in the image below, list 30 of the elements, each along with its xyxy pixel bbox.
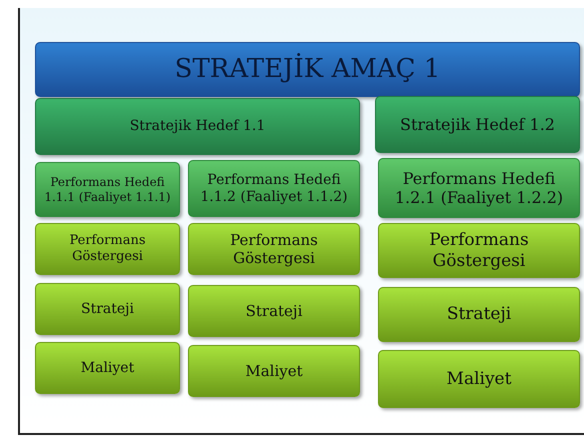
- hierarchy-box: [378, 287, 580, 342]
- hierarchy-box: [188, 223, 360, 275]
- box-label: Performans Göstergesi: [428, 230, 530, 271]
- hierarchy-box: [378, 158, 580, 218]
- goal-banner: [35, 42, 580, 97]
- hierarchy-box: [188, 160, 360, 217]
- box-label: Stratejik Hedef 1.2: [400, 114, 555, 134]
- box-label: Performans Hedefi 1.1.1 (Faaliyet 1.1.1): [43, 175, 172, 204]
- box-label: Maliyet: [80, 360, 134, 376]
- box-label: Performans Göstergesi: [229, 231, 319, 267]
- hierarchy-box: [378, 350, 580, 408]
- hierarchy-box: [35, 223, 180, 275]
- box-label: Performans Göstergesi: [68, 233, 147, 265]
- box-label: Stratejik Hedef 1.1: [130, 118, 266, 135]
- hierarchy-box: [188, 285, 360, 337]
- box-label: Maliyet: [446, 368, 512, 390]
- box-label: Performans Hedefi 1.2.1 (Faaliyet 1.2.2): [394, 168, 564, 208]
- hierarchy-box: [35, 98, 360, 155]
- hierarchy-box: [35, 283, 180, 335]
- box-label: Strateji: [81, 300, 134, 318]
- hierarchy-box: [188, 345, 360, 397]
- goal-title: STRATEJİK AMAÇ 1: [174, 54, 440, 86]
- box-label: Performans Hedefi 1.1.2 (Faaliyet 1.1.2): [199, 172, 349, 206]
- box-label: Strateji: [446, 304, 512, 325]
- box-label: Strateji: [246, 302, 302, 320]
- hierarchy-box: [35, 162, 180, 217]
- hierarchy-box: [378, 223, 580, 278]
- hierarchy-box: [35, 342, 180, 394]
- hierarchy-box: [375, 96, 580, 153]
- box-label: Maliyet: [245, 362, 303, 380]
